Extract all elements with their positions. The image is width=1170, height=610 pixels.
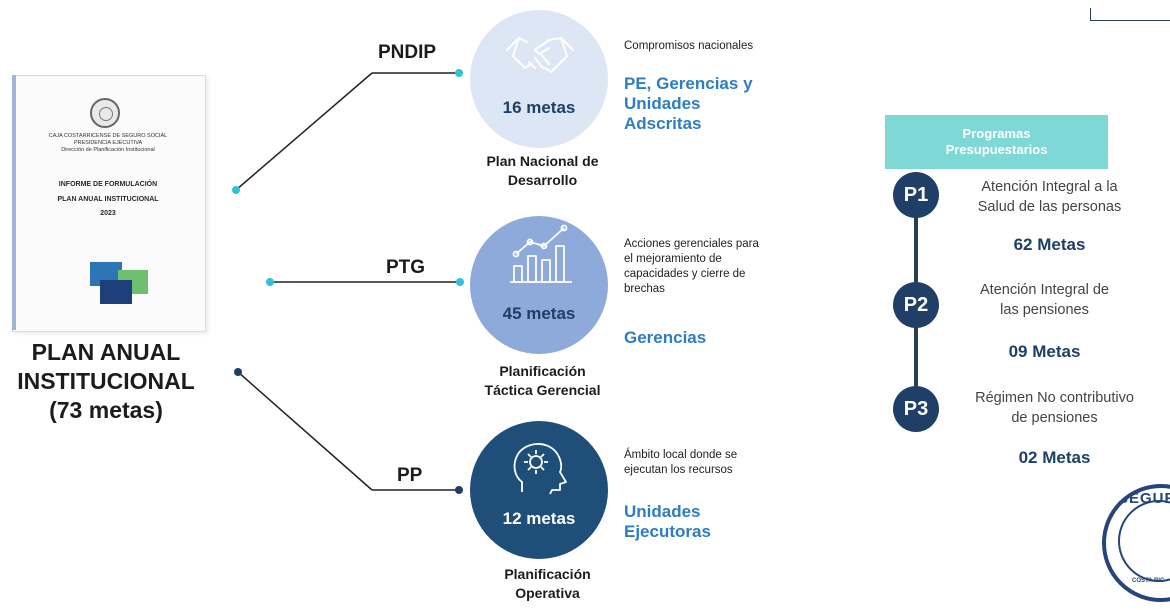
pndip-who-line-3: Adscritas bbox=[624, 114, 702, 133]
pndip-who-text-1: PE, Gerencias y bbox=[624, 74, 753, 93]
programas-header: Programas Presupuestarios bbox=[885, 115, 1108, 169]
program-p3-metas: 02 Metas bbox=[1018, 448, 1091, 467]
head-gear-icon bbox=[513, 443, 567, 495]
logo-text-top: SEGURO S bbox=[1118, 490, 1170, 507]
logo-inner-ring bbox=[1118, 500, 1170, 582]
pndip-caption-line-1: Plan Nacional de bbox=[486, 153, 599, 169]
circle-pndip: 16 metas bbox=[470, 10, 608, 148]
cover-title-2: PLAN ANUAL INSTITUCIONAL bbox=[57, 196, 159, 203]
program-p1-badge: P1 bbox=[893, 172, 939, 218]
programas-header-line-1: Programas bbox=[962, 126, 1031, 141]
program-p3-description: Régimen No contributivo de pensiones bbox=[942, 388, 1167, 428]
plan-title-line-1: PLAN ANUAL bbox=[31, 339, 181, 365]
p2-desc-line-2: las pensiones bbox=[1000, 302, 1089, 318]
program-p3-badge: P3 bbox=[893, 386, 939, 432]
institution-seal-icon bbox=[90, 98, 120, 128]
ptg-description: Acciones gerenciales para el mejoramient… bbox=[624, 237, 759, 297]
handshake-icon bbox=[506, 37, 574, 73]
branch-label-ptg: PTG bbox=[386, 257, 426, 278]
pp-caption: Planificación Operativa bbox=[460, 565, 635, 603]
pp-who-line-1: Unidades bbox=[624, 502, 701, 521]
pp-metas: 12 metas bbox=[502, 509, 576, 528]
branch-label-pp: PP bbox=[397, 465, 423, 486]
logo-text-bottom: COSTA RIC bbox=[1132, 578, 1165, 584]
plan-title-line-3: (73 metas) bbox=[49, 397, 163, 423]
pp-responsables: Unidades Ejecutoras bbox=[624, 502, 711, 542]
p1-desc-line-2: Salud de las personas bbox=[977, 199, 1122, 215]
branch-label-pndip: PNDIP bbox=[378, 42, 437, 63]
p3-desc-line-2: de pensiones bbox=[1011, 410, 1098, 426]
pndip-metas: 16 metas bbox=[502, 98, 576, 117]
program-p2-badge: P2 bbox=[893, 282, 939, 328]
pp-description: Ámbito local donde se ejecutan los recur… bbox=[624, 448, 737, 478]
program-p1-metas: 62 Metas bbox=[1013, 235, 1086, 254]
bar-chart-icon bbox=[510, 224, 572, 283]
ptg-metas: 45 metas bbox=[502, 304, 576, 323]
report-cover-edge bbox=[12, 75, 16, 330]
pndip-who-line-1: PE, Gerencias y bbox=[624, 74, 810, 94]
ptg-responsables: Gerencias bbox=[624, 328, 707, 347]
ptg-desc-line-3: capacidades y cierre de bbox=[624, 268, 746, 280]
ptg-desc-line-1: Acciones gerenciales para bbox=[624, 238, 759, 250]
pndip-who-line-2: Unidades bbox=[624, 94, 701, 113]
p3-desc-line-1: Régimen No contributivo bbox=[975, 390, 1134, 406]
p2-desc-line-1: Atención Integral de bbox=[980, 282, 1109, 298]
cover-line-2: PRESIDENCIA EJECUTIVA bbox=[73, 140, 143, 146]
cover-squares-graphic bbox=[90, 262, 150, 307]
cover-line-1: CAJA COSTARRICENSE DE SEGURO SOCIAL bbox=[48, 133, 168, 139]
pp-desc-line-2: ejecutan los recursos bbox=[624, 464, 733, 476]
ptg-desc-line-2: el mejoramiento de bbox=[624, 253, 722, 265]
ptg-caption-line-1: Planificación bbox=[499, 363, 586, 379]
program-p1-description: Atención Integral a la Salud de las pers… bbox=[942, 177, 1157, 217]
ptg-caption-line-2: Táctica Gerencial bbox=[484, 382, 601, 398]
pndip-caption-line-2: Desarrollo bbox=[507, 172, 578, 188]
pp-desc-line-1: Ámbito local donde se bbox=[624, 449, 738, 461]
program-p2-description: Atención Integral de las pensiones bbox=[942, 280, 1147, 320]
p1-desc-line-1: Atención Integral a la bbox=[981, 179, 1118, 195]
ptg-desc-line-4: brechas bbox=[624, 283, 665, 295]
cover-title-1: INFORME DE FORMULACIÓN bbox=[58, 181, 158, 188]
plan-anual-title: PLAN ANUAL INSTITUCIONAL (73 metas) bbox=[0, 338, 212, 425]
program-p2-metas: 09 Metas bbox=[1008, 342, 1081, 361]
plan-title-line-2: INSTITUCIONAL bbox=[17, 368, 195, 394]
pp-caption-line-1: Planificación bbox=[504, 566, 591, 582]
ptg-caption: Planificación Táctica Gerencial bbox=[460, 362, 625, 400]
corner-decoration bbox=[1090, 8, 1170, 21]
pndip-description: Compromisos nacionales bbox=[624, 40, 754, 52]
circle-ptg: 45 metas bbox=[470, 216, 608, 354]
programas-header-line-2: Presupuestarios bbox=[945, 142, 1048, 157]
pp-caption-line-2: Operativa bbox=[515, 585, 580, 601]
cover-line-3: Dirección de Planificación Institucional bbox=[61, 147, 155, 153]
cover-year: 2023 bbox=[100, 210, 116, 217]
pp-who-line-2: Ejecutoras bbox=[624, 522, 711, 541]
pndip-caption: Plan Nacional de Desarrollo bbox=[460, 152, 625, 190]
pndip-responsables: PE, Gerencias y Unidades Adscritas bbox=[624, 74, 810, 134]
